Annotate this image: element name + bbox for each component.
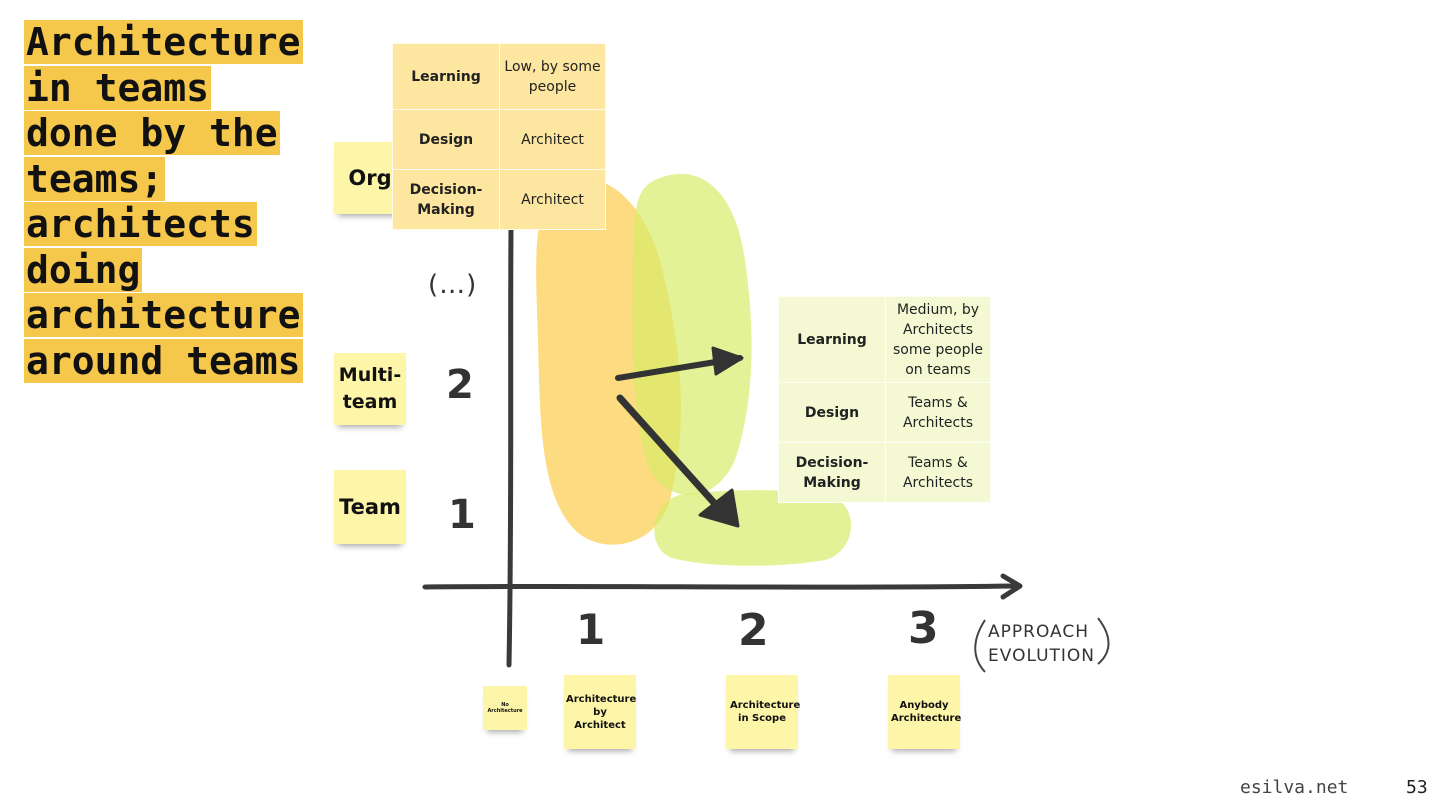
table-value: Teams & Architects <box>885 442 991 503</box>
green-region-horizontal <box>654 490 852 566</box>
title-line: Architecture <box>24 20 303 64</box>
sticky-team-label: Team <box>339 494 401 519</box>
title-line: doing <box>24 247 143 292</box>
sticky-architecture-by-architect: Architecture by Architect <box>564 675 636 749</box>
table-architect-stage: Learning Low, by some people Design Arch… <box>392 43 606 230</box>
table-row: Design Teams & Architects <box>778 382 991 443</box>
table-key: Design <box>392 109 500 170</box>
x-axis <box>422 583 1018 590</box>
sticky-no-architecture-label: No Architecture <box>487 702 523 714</box>
table-key: Decision-Making <box>392 169 500 230</box>
table-row: Learning Medium, by Architects some peop… <box>778 296 991 383</box>
footer-site: esilva.net <box>1240 777 1349 798</box>
table-key: Design <box>778 382 886 443</box>
arrow-down <box>616 394 729 519</box>
title-line: in teams <box>24 65 212 110</box>
title-line: teams; <box>24 156 166 201</box>
table-value: Teams & Architects <box>885 382 991 443</box>
green-region-vertical <box>632 173 752 496</box>
slide-title: Architecture in teams done by the teams;… <box>24 20 314 384</box>
sticky-no-architecture: No Architecture <box>483 686 527 730</box>
sticky-multi-team-label: Multi-team <box>338 364 402 413</box>
table-row: Decision-Making Teams & Architects <box>778 442 991 503</box>
title-line: architects <box>24 202 257 246</box>
sticky-org-label: Org <box>348 165 392 190</box>
sticky-architecture-by-architect-label: Architecture by Architect <box>566 693 637 731</box>
x-axis-label: APPROACH EVOLUTION <box>988 620 1095 668</box>
x-number-2: 2 <box>738 605 769 656</box>
table-key: Learning <box>392 43 500 110</box>
x-axis-label-line1: APPROACH <box>988 622 1090 642</box>
x-number-1: 1 <box>576 605 606 654</box>
table-value: Architect <box>499 109 606 170</box>
table-row: Learning Low, by some people <box>392 43 606 110</box>
sticky-multi-team: Multi-team <box>334 353 406 425</box>
y-number-2: 2 <box>446 362 474 408</box>
page-number: 53 <box>1406 777 1428 798</box>
sticky-team: Team <box>334 470 406 544</box>
x-label-paren-left <box>974 619 986 673</box>
sticky-architecture-in-scope-label: Architecture in Scope <box>730 700 801 724</box>
table-value: Architect <box>499 169 606 230</box>
x-axis-arrowhead <box>1000 573 1023 600</box>
table-key: Learning <box>778 296 886 383</box>
y-number-1: 1 <box>448 492 476 538</box>
table-value: Low, by some people <box>499 43 606 110</box>
sticky-architecture-in-scope: Architecture in Scope <box>726 675 801 749</box>
table-key: Decision-Making <box>778 442 886 503</box>
sticky-anybody-architecture: Anybody Architecture <box>888 675 962 749</box>
table-row: Decision-Making Architect <box>392 169 606 230</box>
x-label-paren-right <box>1097 617 1110 665</box>
title-line: around teams <box>24 338 303 383</box>
arrow-right-head <box>711 346 744 376</box>
table-row: Design Architect <box>392 109 606 170</box>
x-axis-label-line2: EVOLUTION <box>988 646 1096 666</box>
y-number-ellipsis: (…) <box>428 270 478 300</box>
arrow-down-head <box>698 488 740 528</box>
table-value: Medium, by Architects some people on tea… <box>885 296 991 383</box>
sticky-anybody-architecture-label: Anybody Architecture <box>891 700 962 724</box>
x-number-3: 3 <box>908 603 939 654</box>
title-line: architecture <box>24 293 303 337</box>
title-line: done by the <box>24 111 280 155</box>
y-axis <box>506 227 514 668</box>
table-teams-stage: Learning Medium, by Architects some peop… <box>778 296 991 503</box>
